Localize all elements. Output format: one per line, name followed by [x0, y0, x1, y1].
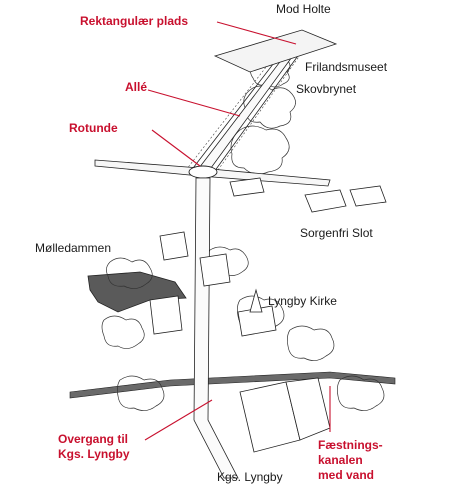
label-overgang-line2: Kgs. Lyngby [58, 447, 130, 461]
label-overgang-line1: Overgang til [58, 432, 129, 446]
town-houses [149, 231, 331, 453]
label-faestning-line1: Fæstnings- [318, 438, 383, 452]
label-lyngby-kirke: Lyngby Kirke [268, 294, 337, 308]
label-frilandsmuseet: Frilandsmuseet [305, 60, 388, 74]
sorgenfri-buildings [229, 177, 387, 213]
label-rotunde: Rotunde [69, 121, 118, 135]
label-molledammen: Mølledammen [35, 241, 112, 255]
road-south [193, 177, 239, 479]
label-sorgenfri-slot: Sorgenfri Slot [300, 226, 373, 240]
label-skovbrynet: Skovbrynet [296, 82, 357, 96]
annotation-leaders [144, 21, 331, 441]
lyngby-kirke-building [237, 288, 277, 337]
label-faestning-line2: kanalen [318, 453, 363, 467]
label-overgang: Overgang til Kgs. Lyngby [58, 432, 130, 462]
label-mod-holte: Mod Holte [276, 2, 331, 16]
label-rektangulaer-plads: Rektangulær plads [80, 14, 189, 28]
label-faestning-line3: med vand [318, 468, 375, 482]
label-alle: Allé [125, 80, 148, 94]
rectangular-plaza [213, 29, 338, 73]
rotunde-circle [188, 165, 218, 179]
label-faestningskanalen: Fæstnings- kanalen med vand [318, 438, 383, 483]
canal-faestningskanalen [69, 371, 396, 399]
label-kgs-lyngby: Kgs. Lyngby [217, 470, 283, 484]
